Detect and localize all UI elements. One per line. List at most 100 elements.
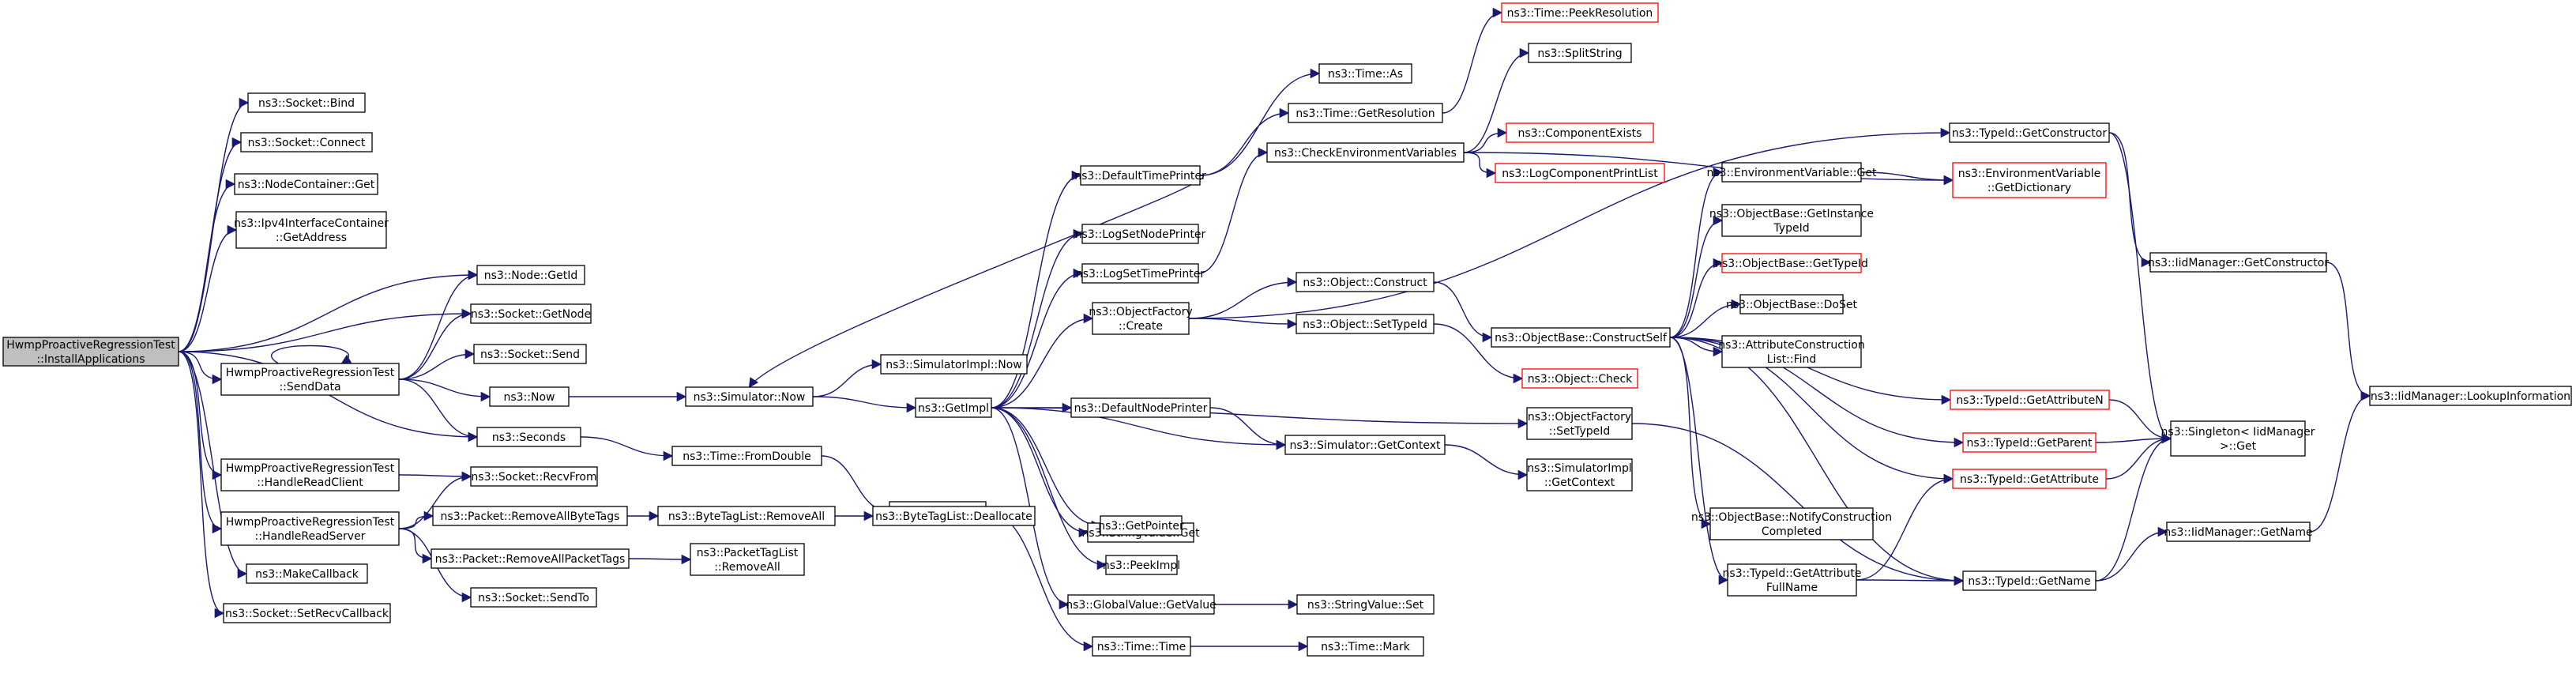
node-box [489, 386, 570, 407]
node-makecb[interactable]: ns3::MakeCallback [246, 563, 368, 584]
node-tidgetname[interactable]: ns3::TypeId::GetName [1962, 570, 2097, 591]
node-getnode[interactable]: ns3::Socket::GetNode [470, 303, 592, 324]
node-label: ns3::ByteTagList::RemoveAll [668, 510, 825, 523]
node-box [220, 363, 400, 396]
node-label: ns3::TypeId::GetName [1968, 575, 2090, 588]
node-hrs[interactable]: HwmpProactiveRegressionTest::HandleReadS… [220, 511, 400, 546]
node-lsnp[interactable]: ns3::LogSetNodePrinter [1075, 224, 1206, 244]
node-splitstr[interactable]: ns3::SplitString [1528, 43, 1632, 63]
node-label: ns3::StringValue::Set [1307, 599, 1424, 612]
node-now[interactable]: ns3::Now [489, 386, 570, 407]
node-envget[interactable]: ns3::EnvironmentVariable::Get [1707, 162, 1877, 183]
node-tidgetctor[interactable]: ns3::TypeId::GetConstructor [1949, 122, 2110, 143]
node-obgettid[interactable]: ns3::ObjectBase::GetTypeId [1715, 253, 1868, 273]
node-box [476, 265, 585, 285]
node-label: ns3::ByteTagList::Deallocate [875, 510, 1032, 523]
edge-dtp-to-timeas [1199, 68, 1321, 176]
node-cev[interactable]: ns3::CheckEnvironmentVariables [1266, 142, 1465, 163]
node-label: ns3::TypeId::GetConstructor [1952, 127, 2107, 140]
node-dtp[interactable]: ns3::DefaultTimePrinter [1074, 165, 1206, 186]
node-obdoset[interactable]: ns3::ObjectBase::DoSet [1726, 294, 1857, 314]
node-connect[interactable]: ns3::Socket::Connect [240, 132, 373, 152]
node-fromdouble[interactable]: ns3::Time::FromDouble [671, 446, 822, 466]
node-label: ns3::NodeContainer::Get [238, 179, 375, 191]
node-timetime[interactable]: ns3::Time::Time [1092, 636, 1191, 657]
node-label: HwmpProactiveRegressionTest [226, 516, 395, 529]
node-rmbyte[interactable]: ns3::Packet::RemoveAllByteTags [432, 506, 628, 526]
node-getimpl[interactable]: ns3::GetImpl [915, 397, 992, 418]
edge-getimpl-to-ofcreate [991, 313, 1094, 409]
node-singleton[interactable]: ns3::Singleton< IidManager >::Get [2161, 420, 2315, 457]
node-strset[interactable]: ns3::StringValue::Set [1296, 594, 1435, 615]
node-ofcreate[interactable]: ns3::ObjectFactory::Create [1089, 302, 1193, 335]
node-obnotify[interactable]: ns3::ObjectBase::NotifyConstructionCompl… [1691, 507, 1892, 540]
node-simimplnow[interactable]: ns3::SimulatorImpl::Now [880, 354, 1028, 375]
node-sendto[interactable]: ns3::Socket::SendTo [470, 587, 597, 608]
node-box [2369, 386, 2572, 406]
edge-hrs-to-rmbyte [398, 510, 434, 529]
node-recvfrom[interactable]: ns3::Socket::RecvFrom [470, 466, 598, 487]
node-ipv4addr[interactable]: ns3::Ipv4InterfaceContainer::GetAddress [234, 211, 389, 249]
node-box [220, 511, 400, 546]
node-compexists[interactable]: ns3::ComponentExists [1506, 122, 1654, 143]
node-hrc[interactable]: HwmpProactiveRegressionTest::HandleReadC… [220, 458, 400, 491]
node-box [1526, 458, 1633, 491]
node-objcheck[interactable]: ns3::Object::Check [1521, 368, 1638, 389]
node-label: ns3::Socket::Send [480, 348, 580, 361]
edge-root-to-makecb [178, 351, 248, 579]
node-dnp[interactable]: ns3::DefaultNodePrinter [1070, 397, 1211, 418]
node-send[interactable]: ns3::Socket::Send [473, 344, 587, 364]
node-root[interactable]: HwmpProactiveRegressionTest::InstallAppl… [2, 337, 179, 367]
node-ofsettid[interactable]: ns3::ObjectFactory::SetTypeId [1526, 407, 1633, 440]
node-peekimpl[interactable]: ns3::PeekImpl [1103, 555, 1180, 575]
node-ptlrm[interactable]: ns3::PacketTagList::RemoveAll [690, 543, 805, 576]
node-box [1067, 594, 1215, 615]
node-logcomplist[interactable]: ns3::LogComponentPrintList [1495, 163, 1665, 183]
node-box [657, 506, 836, 526]
node-btlrm[interactable]: ns3::ByteTagList::RemoveAll [657, 506, 836, 526]
node-simnow[interactable]: ns3::Simulator::Now [685, 386, 814, 407]
node-objsettid[interactable]: ns3::Object::SetTypeId [1296, 314, 1435, 334]
node-box [1962, 570, 2097, 591]
node-gvget[interactable]: ns3::GlobalValue::GetValue [1066, 594, 1217, 615]
node-obcs[interactable]: ns3::ObjectBase::ConstructSelf [1491, 327, 1671, 348]
node-objconstruct[interactable]: ns3::Object::Construct [1296, 272, 1435, 292]
node-bind[interactable]: ns3::Socket::Bind [247, 92, 366, 113]
node-seconds[interactable]: ns3::Seconds [476, 427, 581, 447]
node-simimplctx[interactable]: ns3::SimulatorImpl::GetContext [1526, 458, 1633, 491]
node-getid[interactable]: ns3::Node::GetId [476, 265, 585, 285]
node-box [234, 173, 378, 195]
node-label: ns3::GetPointer [1098, 520, 1184, 533]
node-box [1521, 368, 1638, 389]
node-timemark[interactable]: ns3::Time::Mark [1307, 636, 1424, 657]
node-iidgetctor[interactable]: ns3::IidManager::GetConstructor [2148, 252, 2329, 273]
node-iidgetname[interactable]: ns3::IidManager::GetName [2164, 522, 2313, 542]
node-timeas[interactable]: ns3::Time::As [1318, 63, 1412, 84]
node-tidgetattr[interactable]: ns3::TypeId::GetAttribute [1952, 469, 2107, 489]
node-tidparent[interactable]: ns3::TypeId::GetParent [1962, 432, 2097, 453]
node-peekres[interactable]: ns3::Time::PeekResolution [1501, 2, 1659, 23]
edge-envget-to-envdict [1860, 171, 1954, 186]
edge-getimpl-to-lsnp [991, 228, 1084, 409]
node-getptr[interactable]: ns3::GetPointer [1098, 515, 1184, 536]
node-box [880, 354, 1028, 375]
node-setrecv[interactable]: ns3::Socket::SetRecvCallback [223, 603, 391, 623]
node-senddata[interactable]: HwmpProactiveRegressionTest::SendData [220, 363, 400, 396]
node-lstp[interactable]: ns3::LogSetTimePrinter [1076, 263, 1205, 284]
edges-layer [178, 7, 2371, 652]
node-getres[interactable]: ns3::Time::GetResolution [1288, 103, 1443, 123]
node-label: ns3::DefaultNodePrinter [1074, 402, 1208, 415]
node-box [1721, 335, 1862, 368]
node-btldealloc[interactable]: ns3::ByteTagList::Deallocate [872, 506, 1036, 526]
edge-obcs-to-obdoset [1669, 299, 1742, 338]
node-rmpkt[interactable]: ns3::Packet::RemoveAllPacketTags [431, 548, 630, 569]
node-envdict[interactable]: ns3::EnvironmentVariable::GetDictionary [1952, 162, 2107, 198]
node-iidlookup[interactable]: ns3::IidManager::LookupInformation [2369, 386, 2572, 406]
node-simgetctx[interactable]: ns3::Simulator::GetContext [1284, 435, 1446, 455]
node-label: ns3::ObjectBase::GetTypeId [1715, 258, 1868, 270]
node-ncget[interactable]: ns3::NodeContainer::Get [234, 173, 378, 195]
node-tidgan[interactable]: ns3::TypeId::GetAttributeN [1950, 390, 2110, 410]
